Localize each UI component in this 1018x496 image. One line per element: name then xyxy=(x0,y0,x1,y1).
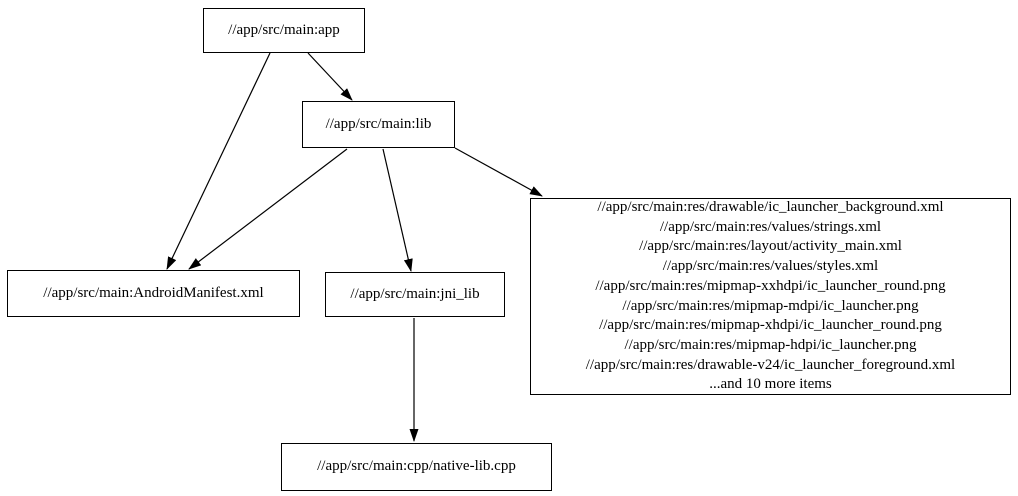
node-android-manifest: //app/src/main:AndroidManifest.xml xyxy=(7,270,300,317)
node-native-lib-cpp-label: //app/src/main:cpp/native-lib.cpp xyxy=(317,458,516,475)
node-lib-label: //app/src/main:lib xyxy=(325,115,432,132)
edge-lib-jni-lib xyxy=(382,148,413,272)
node-app-label: //app/src/main:app xyxy=(228,21,340,38)
edge-lib-resources xyxy=(454,147,543,197)
node-resources-group: //app/src/main:res/drawable/ic_launcher_… xyxy=(530,198,1011,395)
edge-lib-manifest xyxy=(188,148,348,270)
edge-app-manifest xyxy=(166,52,271,270)
node-lib: //app/src/main:lib xyxy=(302,101,455,148)
edge-app-lib xyxy=(307,52,353,101)
node-android-manifest-label: //app/src/main:AndroidManifest.xml xyxy=(43,284,264,301)
node-jni-lib-label: //app/src/main:jni_lib xyxy=(350,285,480,302)
node-app: //app/src/main:app xyxy=(203,8,365,53)
node-native-lib-cpp: //app/src/main:cpp/native-lib.cpp xyxy=(281,443,552,491)
node-resources-group-label: //app/src/main:res/drawable/ic_launcher_… xyxy=(585,198,956,393)
node-jni-lib: //app/src/main:jni_lib xyxy=(325,272,505,317)
